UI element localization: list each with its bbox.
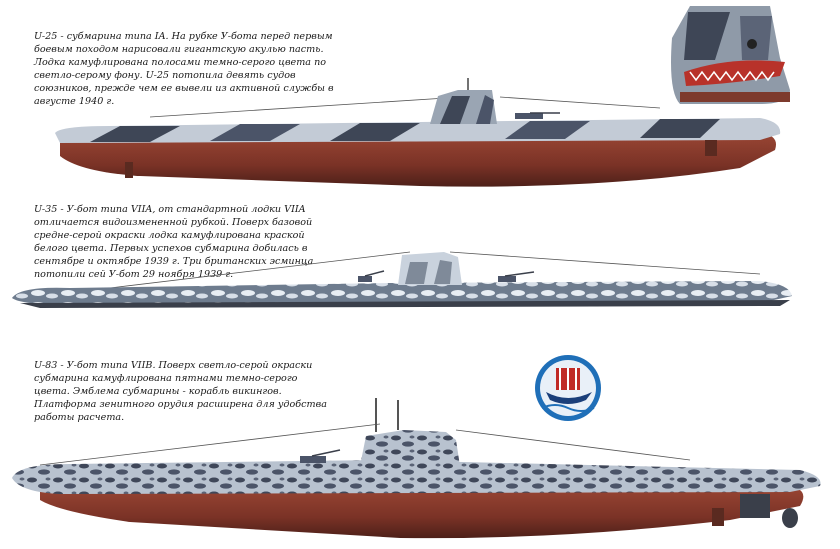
shark-mouth-conning-tower-detail-icon bbox=[671, 6, 790, 104]
submarine-u83 bbox=[12, 398, 821, 539]
submarine-u25 bbox=[55, 78, 781, 187]
submarine-u35 bbox=[12, 251, 792, 308]
caption-u83: U-83 - У-бот типа VIIB. Поверх светло-се… bbox=[34, 360, 327, 423]
caption-u35: U-35 - У-бот типа VIIA, от стандартной л… bbox=[34, 204, 314, 280]
caption-u25: U-25 - субмарина типа IA. На рубке У-бот… bbox=[34, 31, 334, 107]
viking-ship-emblem-icon bbox=[535, 355, 601, 421]
